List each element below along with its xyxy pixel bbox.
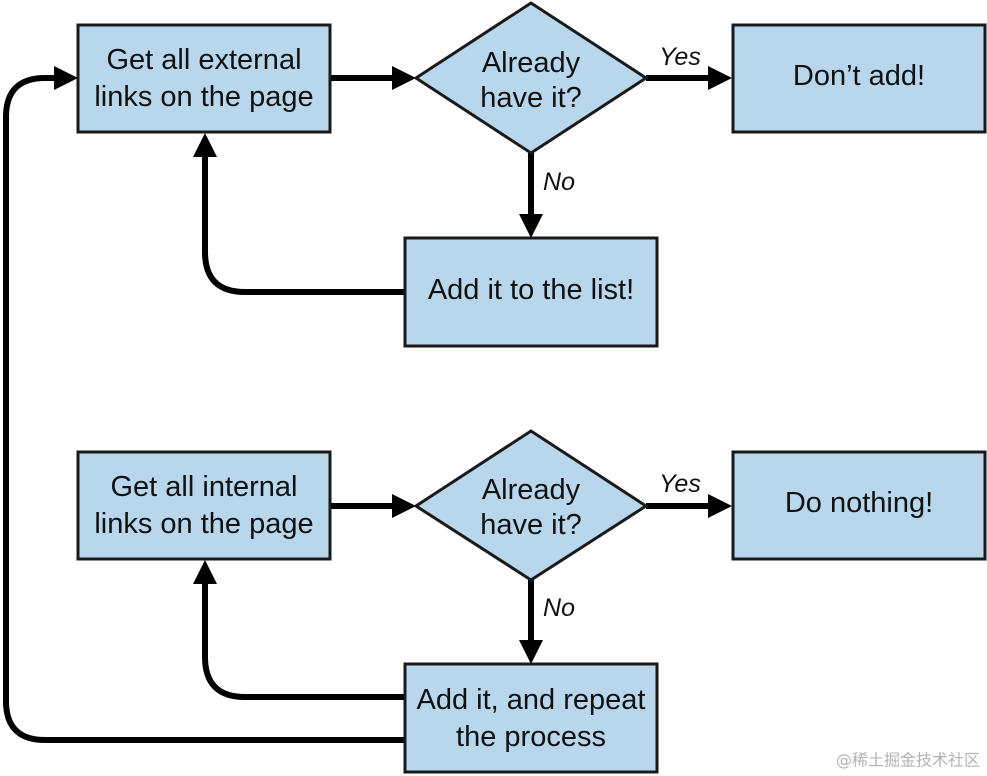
node-get-external-links-line2: links on the page xyxy=(94,81,313,113)
node-get-internal-links-line2: links on the page xyxy=(94,508,313,540)
node-add-and-repeat-line1: Add it, and repeat xyxy=(417,684,646,716)
edge-label-bottom-yes: Yes xyxy=(659,470,701,498)
node-do-nothing: Do nothing! xyxy=(731,450,987,561)
node-get-external-links-line1: Get all external xyxy=(106,44,301,76)
node-decision-bottom: Already have it? xyxy=(413,429,649,582)
node-decision-top-line1: Already xyxy=(482,47,581,79)
edge-label-bottom-no: No xyxy=(543,594,575,622)
node-add-to-list: Add it to the list! xyxy=(403,236,659,348)
node-decision-bottom-line2: have it? xyxy=(480,509,582,541)
node-decision-top: Already have it? xyxy=(413,1,649,155)
node-get-internal-links-line1: Get all internal xyxy=(111,471,298,503)
watermark: @稀土掘金技术社区 xyxy=(836,751,980,770)
edge-top-no xyxy=(519,153,543,238)
node-dont-add-label: Don’t add! xyxy=(793,60,925,92)
node-get-external-links: Get all external links on the page xyxy=(76,23,332,134)
edge-internal-to-decision-bottom xyxy=(330,494,416,518)
node-get-internal-links: Get all internal links on the page xyxy=(76,450,332,561)
node-add-to-list-label: Add it to the list! xyxy=(428,274,634,306)
node-add-and-repeat: Add it, and repeat the process xyxy=(403,662,659,774)
edge-list-back-to-external xyxy=(193,133,405,295)
node-decision-top-line2: have it? xyxy=(480,82,582,114)
edge-bottom-yes xyxy=(646,494,732,518)
edge-label-top-no: No xyxy=(543,168,575,196)
node-dont-add: Don’t add! xyxy=(731,23,987,134)
edge-repeat-back-to-external xyxy=(3,66,405,743)
node-do-nothing-label: Do nothing! xyxy=(785,487,933,519)
edge-top-yes xyxy=(646,66,732,90)
edge-bottom-no xyxy=(519,580,543,664)
node-add-and-repeat-line2: the process xyxy=(456,721,606,753)
edge-label-top-yes: Yes xyxy=(659,43,701,71)
node-decision-bottom-line1: Already xyxy=(482,474,581,506)
edge-repeat-back-to-internal xyxy=(193,560,405,700)
edge-external-to-decision-top xyxy=(330,66,416,90)
